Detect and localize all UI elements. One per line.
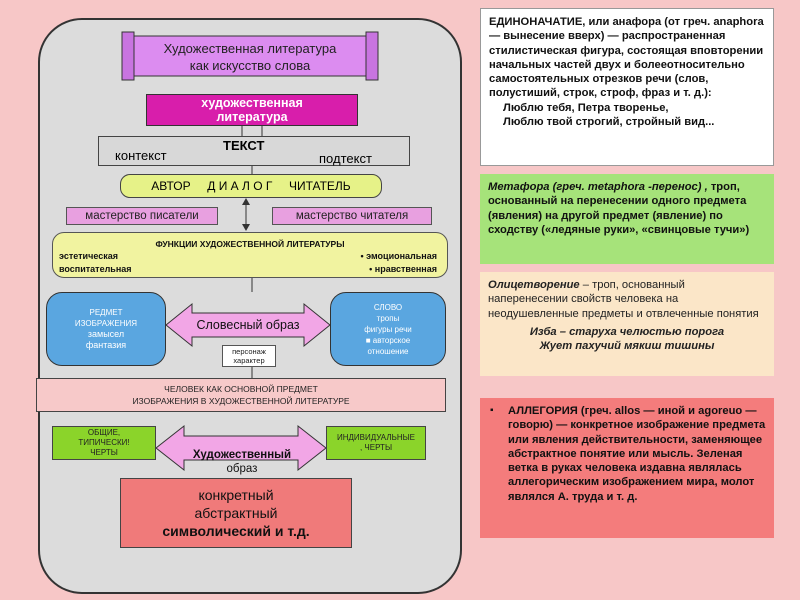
image-type-2: абстрактный: [194, 505, 278, 521]
word-line-4: ■ авторское: [365, 335, 411, 345]
metaphor-text: троп, основанный на перенесении одного п…: [488, 181, 750, 236]
personification-quote-2: Жует пахучий мякиш тишины: [539, 340, 715, 353]
general-line-3: ЧЕРТЫ: [90, 448, 118, 457]
verbal-image-text: Словесный образ: [196, 318, 300, 332]
individual-traits-box: ИНДИВИДУАЛЬНЫЕ , ЧЕРТЫ: [326, 426, 426, 460]
personification-definition: Олицетворение – троп, основанный наперен…: [480, 272, 774, 376]
art-lit-line-1: художественная: [201, 96, 303, 110]
image-type-3: символический и т.д.: [162, 523, 310, 539]
art-image-label: Художественный образ: [180, 446, 304, 478]
functions-title: ФУНКЦИИ ХУДОЖЕСТВЕННОЙ ЛИТЕРАТУРЫ: [155, 239, 345, 249]
function-moral: • нравственная: [369, 264, 437, 274]
function-aesthetic: эстетическая: [59, 251, 118, 261]
function-emotional: • эмоциональная: [360, 251, 438, 261]
anaphora-quote-1: Люблю тебя, Петра творенье,: [503, 101, 669, 114]
function-educational: воспитательная: [59, 264, 132, 274]
functions-box: ФУНКЦИИ ХУДОЖЕСТВЕННОЙ ЛИТЕРАТУРЫ эстети…: [52, 232, 448, 278]
text-box: ТЕКСТ контекст подтекст: [98, 136, 410, 166]
author-dialog-reader-bar: АВТОР Д И А Л О Г ЧИТАТЕЛЬ: [120, 174, 382, 198]
subtext-label: подтекст: [319, 151, 372, 166]
reader-label: ЧИТАТЕЛЬ: [288, 179, 351, 193]
reader-mastery-box: мастерство читателя: [272, 207, 432, 225]
image-types-box: конкретный абстрактный символический и т…: [120, 478, 352, 548]
character-box: персонаж характер: [222, 345, 276, 367]
general-traits-box: ОБЩИЕ, ТИПИЧЕСКИ! ЧЕРТЫ: [52, 426, 156, 460]
general-line-1: ОБЩИЕ,: [87, 428, 121, 437]
writer-mastery-box: мастерство писатели: [66, 207, 218, 225]
anaphora-quote-2: Люблю твой строгий, стройный вид...: [503, 116, 715, 129]
subject-line-2: ИЗОБРАЖЕНИЯ: [74, 319, 138, 328]
text-box-title: ТЕКСТ: [223, 138, 265, 153]
subject-box: РЕДМЕТ ИЗОБРАЖЕНИЯ замысел фантазия: [46, 292, 166, 366]
personification-quote-1: Изба – старуха челюстью порога: [529, 325, 725, 338]
word-line-2: тропы: [376, 313, 400, 323]
anaphora-text: ЕДИНОНАЧАТИЕ, или анафора (от греч. anap…: [489, 16, 764, 100]
dialog-label: Д И А Л О Г: [207, 179, 273, 193]
subject-line-3: замысел: [87, 329, 125, 339]
personification-text: – троп, основанный наперенесении свойств…: [488, 279, 759, 320]
metaphor-head: Метафора (греч. metaphora -перенос) ,: [488, 181, 708, 193]
banner-line-1: Художественная литература: [163, 41, 337, 56]
context-label: контекст: [115, 148, 167, 163]
individual-line-2: , ЧЕРТЫ: [359, 443, 393, 452]
art-image-line-2: образ: [226, 463, 258, 475]
personification-head: Олицетворение: [488, 279, 580, 291]
person-line-2: ИЗОБРАЖЕНИЯ В ХУДОЖЕСТВЕННОЙ ЛИТЕРАТУРЕ: [132, 396, 350, 406]
metaphor-definition: Метафора (греч. metaphora -перенос) , тр…: [480, 174, 774, 264]
general-line-2: ТИПИЧЕСКИ!: [78, 438, 130, 447]
allegory-text: АЛЛЕГОРИЯ (греч. allos — иной и agoreuo …: [508, 405, 766, 503]
banner-line-2: как искусство слова: [189, 58, 311, 73]
person-line-1: ЧЕЛОВЕК КАК ОСНОВНОЙ ПРЕДМЕТ: [164, 384, 318, 394]
character-line-1: персонаж: [232, 347, 266, 356]
allegory-bullet: ▪: [490, 405, 494, 416]
anaphora-definition: ЕДИНОНАЧАТИЕ, или анафора (от греч. anap…: [480, 8, 774, 166]
allegory-definition: ▪ АЛЛЕГОРИЯ (греч. allos — иной и agoreu…: [480, 398, 774, 538]
art-image-line-1: Художественный: [192, 449, 292, 461]
art-literature-box: художественная литература: [146, 94, 358, 126]
subject-line-4: фантазия: [85, 340, 127, 350]
word-line-5: отношение: [367, 346, 409, 356]
writer-mastery-label: мастерство писатели: [85, 210, 199, 222]
verbal-image-arrow: [166, 302, 330, 348]
subject-line-1: РЕДМЕТ: [89, 308, 123, 317]
word-line-1: СЛОВО: [373, 302, 403, 312]
word-box: СЛОВО тропы фигуры речи ■ авторское отно…: [330, 292, 446, 366]
word-line-3: фигуры речи: [364, 324, 412, 334]
reader-mastery-label: мастерство читателя: [295, 210, 409, 222]
person-subject-box: ЧЕЛОВЕК КАК ОСНОВНОЙ ПРЕДМЕТ ИЗОБРАЖЕНИЯ…: [36, 378, 446, 412]
individual-line-1: ИНДИВИДУАЛЬНЫЕ: [336, 433, 416, 442]
author-label: АВТОР: [151, 179, 191, 193]
art-lit-line-2: литература: [216, 110, 288, 124]
image-type-1: конкретный: [198, 487, 274, 503]
character-line-2: характер: [233, 356, 265, 365]
verbal-image-label: Словесный образ: [190, 314, 306, 336]
banner-shape: [121, 31, 379, 81]
banner-title: Художественная литература как искусство …: [130, 36, 370, 78]
art-image-arrow: [156, 424, 326, 472]
